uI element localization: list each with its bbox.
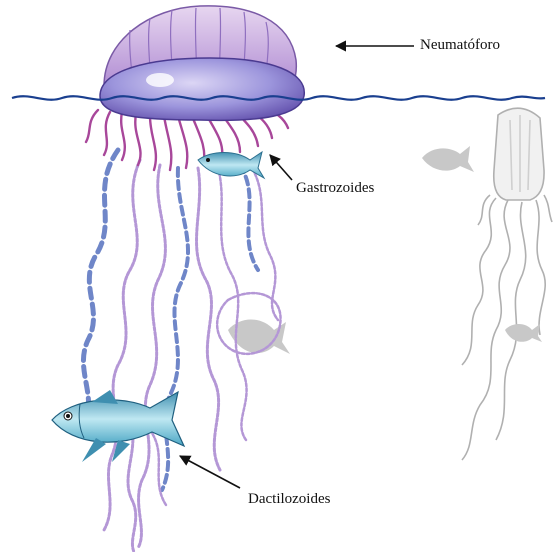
label-gastrozoides: Gastrozoides <box>296 181 374 196</box>
label-dactilozoides: Dactilozoides <box>248 492 330 507</box>
float-highlight <box>146 73 174 87</box>
arrow-dactilozoides <box>180 456 240 488</box>
large-fish <box>52 390 184 462</box>
label-neumatoforo: Neumatóforo <box>420 38 500 53</box>
arrow-gastrozoides <box>270 155 292 180</box>
box-jellyfish <box>462 108 552 460</box>
pneumatophore-body <box>100 58 304 120</box>
